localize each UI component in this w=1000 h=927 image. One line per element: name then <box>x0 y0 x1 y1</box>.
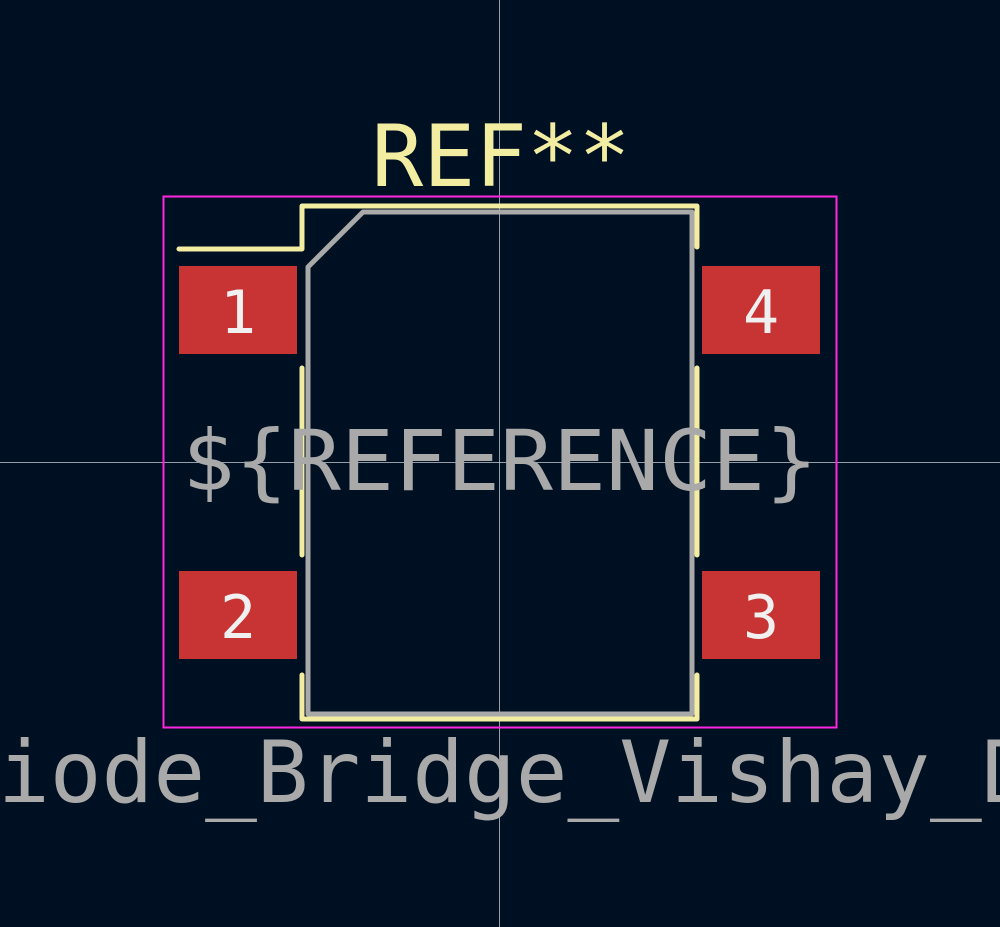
pad-4-label: 4 <box>743 278 779 348</box>
reference-field[interactable]: ${REFERENCE} <box>182 412 818 510</box>
silkscreen-bottom <box>299 672 700 722</box>
pad-3-label: 3 <box>743 583 779 653</box>
reference-designator[interactable]: REF** <box>372 107 631 207</box>
pad-2-label: 2 <box>220 583 256 653</box>
pad-2[interactable]: 2 <box>179 571 297 659</box>
pad-2-copper <box>179 571 297 659</box>
silkscreen-pin1-marker <box>176 203 700 252</box>
fabrication-outline[interactable] <box>305 209 695 717</box>
pad-1-label: 1 <box>220 278 256 348</box>
pad-4[interactable]: 4 <box>702 266 820 354</box>
courtyard-outline[interactable] <box>162 195 838 729</box>
pad-3-copper <box>702 571 820 659</box>
silkscreen-outline[interactable] <box>176 203 700 722</box>
value-text[interactable]: iode_Bridge_Vishay_DF <box>0 723 1000 823</box>
pad-3[interactable]: 3 <box>702 571 820 659</box>
pad-1[interactable]: 1 <box>179 266 297 354</box>
pad-4-copper <box>702 266 820 354</box>
pad-1-copper <box>179 266 297 354</box>
